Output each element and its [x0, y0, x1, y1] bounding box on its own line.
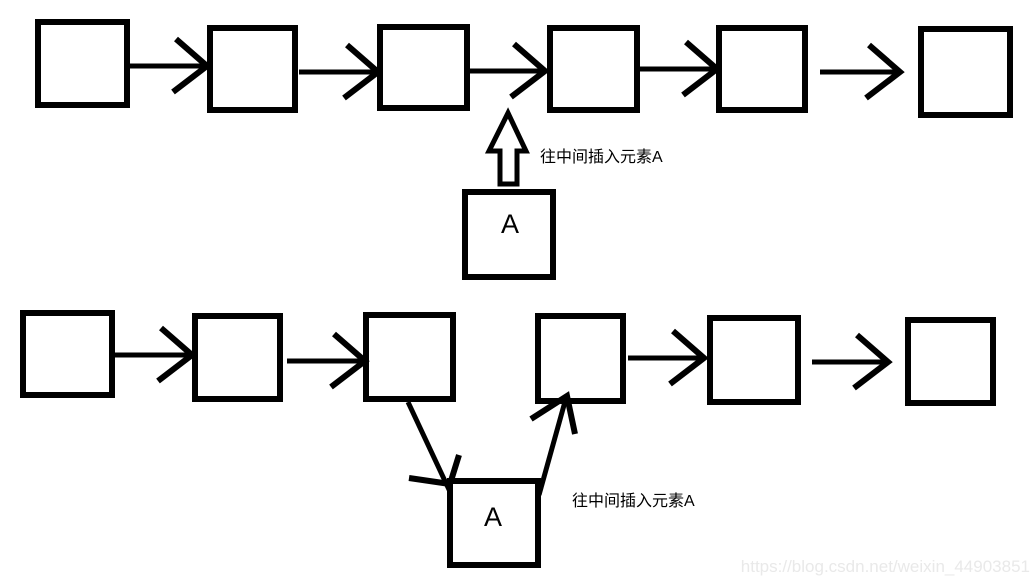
insert-node-box	[462, 189, 556, 280]
list-node-box	[707, 315, 801, 405]
list-node-box	[207, 25, 298, 113]
insert-node-box	[447, 478, 541, 568]
next-pointer-arrow	[114, 325, 197, 384]
top-linked-list	[35, 19, 1013, 118]
next-pointer-arrow	[640, 39, 722, 98]
next-pointer-arrow	[628, 328, 709, 387]
list-node-box	[192, 313, 283, 402]
list-node-box	[918, 26, 1013, 118]
list-node-box	[35, 19, 130, 108]
block-up-arrow-icon	[484, 107, 530, 187]
next-pointer-arrow	[820, 42, 905, 101]
next-pointer-arrow	[470, 41, 550, 100]
next-pointer-arrow	[287, 331, 370, 390]
list-node-box	[547, 25, 640, 113]
insert-caption-bottom: 往中间插入元素A	[572, 492, 695, 510]
pointer-from-inserted-node-arrow	[529, 391, 578, 496]
insert-node-a-top: A	[462, 189, 556, 280]
next-pointer-arrow	[128, 36, 212, 95]
list-node-box	[20, 310, 115, 398]
list-node-box	[716, 25, 808, 113]
next-pointer-arrow	[299, 42, 383, 101]
list-node-box	[905, 317, 996, 406]
insert-node-a-bottom: A	[447, 478, 541, 568]
bottom-linked-list	[20, 310, 996, 498]
list-node-box	[535, 313, 626, 404]
insert-caption-top: 往中间插入元素A	[540, 148, 663, 166]
watermark: https://blog.csdn.net/weixin_44903851	[740, 557, 1030, 576]
insert-node-label: A	[484, 502, 502, 532]
list-node-box	[377, 24, 470, 111]
list-node-box	[363, 312, 456, 402]
next-pointer-arrow	[812, 332, 893, 391]
insert-node-label: A	[501, 209, 519, 239]
